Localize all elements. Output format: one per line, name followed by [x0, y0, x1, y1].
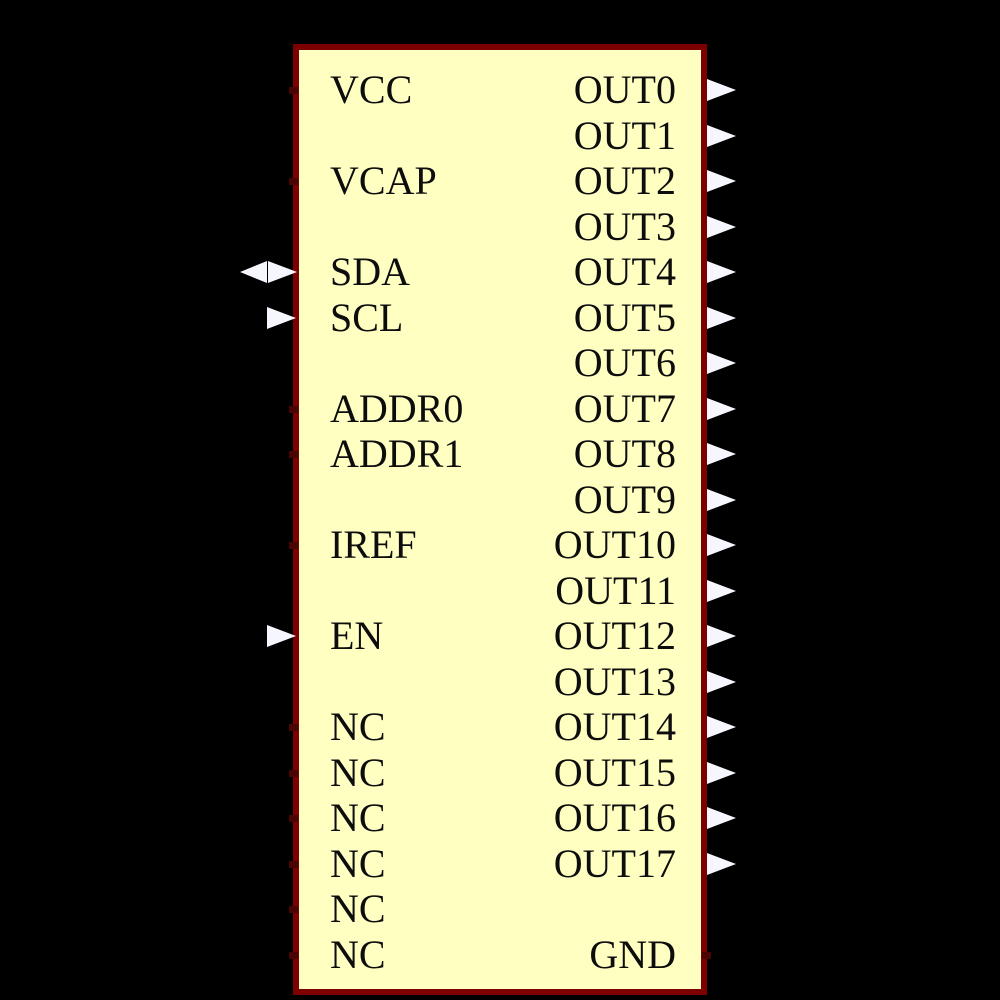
pin-label-out14: OUT14: [553, 704, 676, 749]
pin-output-arrow-icon[interactable]: [707, 670, 736, 693]
pin-label-out13: OUT13: [553, 658, 676, 704]
pin-stub[interactable]: [702, 951, 711, 959]
pin-label-out12: OUT12: [553, 613, 676, 658]
pin-label-nc: NC: [330, 795, 386, 840]
pin-label-out9: OUT9: [573, 476, 676, 522]
pin-stub[interactable]: [289, 951, 298, 959]
pin-stub[interactable]: [289, 860, 298, 868]
pin-output-arrow-icon[interactable]: [707, 488, 736, 511]
pin-label-out7: OUT7: [573, 385, 676, 431]
pin-label-out3: OUT3: [573, 203, 676, 249]
pin-label-addr1: ADDR1: [330, 431, 464, 476]
pin-label-out5: OUT5: [573, 294, 676, 340]
pin-stub[interactable]: [289, 769, 298, 777]
pin-label-out2: OUT2: [573, 158, 676, 203]
pin-label-addr0: ADDR0: [330, 385, 464, 431]
pin-stub[interactable]: [289, 906, 298, 913]
pin-label-out16: OUT16: [553, 795, 676, 840]
pin-label-nc: NC: [330, 704, 386, 749]
pin-stub[interactable]: [289, 724, 298, 731]
pin-label-sda: SDA: [330, 249, 411, 294]
pin-label-nc: NC: [330, 840, 386, 886]
pin-input-arrow-icon[interactable]: [267, 625, 296, 647]
pin-stub[interactable]: [289, 178, 298, 185]
chip-body[interactable]: [293, 44, 707, 995]
pin-output-arrow-icon[interactable]: [707, 215, 736, 238]
pin-output-arrow-icon[interactable]: [707, 579, 736, 602]
pin-stub[interactable]: [289, 542, 298, 549]
pin-output-arrow-icon[interactable]: [707, 625, 736, 647]
pin-input-arrow-icon[interactable]: [267, 306, 296, 329]
pin-label-vcap: VCAP: [330, 158, 437, 203]
pin-output-arrow-icon[interactable]: [707, 443, 736, 465]
pin-label-nc: NC: [330, 749, 386, 795]
pin-stub[interactable]: [289, 815, 298, 822]
pin-label-iref: IREF: [330, 522, 417, 567]
pin-label-gnd: GND: [589, 931, 676, 977]
pin-bidir-arrow-left-icon[interactable]: [240, 261, 267, 283]
pin-label-out6: OUT6: [573, 340, 676, 385]
pin-output-arrow-icon[interactable]: [707, 716, 736, 738]
pin-label-out10: OUT10: [553, 522, 676, 567]
pin-label-out15: OUT15: [553, 749, 676, 795]
pin-output-arrow-icon[interactable]: [707, 807, 736, 829]
pin-label-nc: NC: [330, 886, 386, 931]
pin-output-arrow-icon[interactable]: [707, 761, 736, 784]
pin-label-out0: OUT0: [573, 67, 676, 112]
pin-label-scl: SCL: [330, 294, 404, 340]
pin-bidir-arrow-right-icon[interactable]: [268, 261, 297, 283]
pin-output-arrow-icon[interactable]: [707, 852, 736, 875]
pin-stub[interactable]: [289, 87, 298, 94]
pin-label-nc: NC: [330, 931, 386, 977]
pin-label-out4: OUT4: [573, 249, 676, 294]
pin-label-out17: OUT17: [553, 840, 676, 886]
pin-label-vcc: VCC: [330, 67, 413, 112]
pin-output-arrow-icon[interactable]: [707, 397, 736, 420]
pin-output-arrow-icon[interactable]: [707, 124, 736, 147]
pin-stub[interactable]: [289, 405, 298, 413]
pin-stub[interactable]: [289, 451, 298, 458]
pin-label-en: EN: [330, 613, 384, 658]
pin-output-arrow-icon[interactable]: [707, 79, 736, 101]
pin-output-arrow-icon[interactable]: [707, 170, 736, 192]
pin-output-arrow-icon[interactable]: [707, 306, 736, 329]
pin-label-out1: OUT1: [573, 112, 676, 158]
pin-output-arrow-icon[interactable]: [707, 352, 736, 374]
pin-label-out8: OUT8: [573, 431, 676, 476]
pin-output-arrow-icon[interactable]: [707, 534, 736, 556]
pin-output-arrow-icon[interactable]: [707, 261, 736, 283]
pin-label-out11: OUT11: [555, 567, 676, 613]
